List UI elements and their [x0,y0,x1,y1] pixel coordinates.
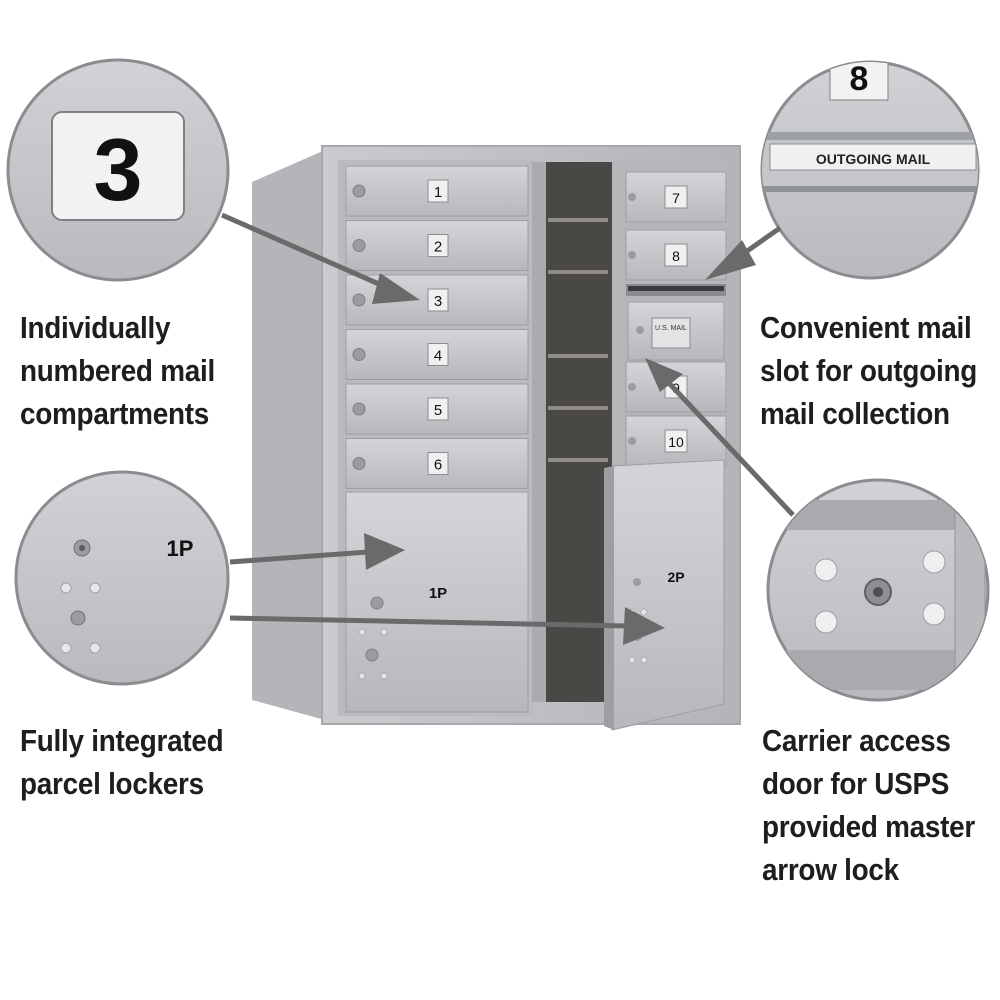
door-number: 3 [434,293,442,310]
lock-icon [628,383,636,391]
mail-door-5: 5 [345,383,529,435]
door-number: 4 [434,348,442,365]
arrowhead-outgoing-slot [705,240,756,280]
mail-door-2: 2 [345,220,529,271]
lock-icon [628,251,636,259]
lock-icon [352,184,366,198]
zoom-parcel-label: 1P [167,536,194,561]
carrier-access-door: 2P [604,459,725,731]
usmail-plate: U.S. MAIL [655,325,687,332]
arrowhead-carrier-lock [645,358,683,392]
callout-line: Individually [20,310,171,345]
lock-icon [628,437,636,445]
callout-line: Carrier access [762,723,951,758]
arrow-to-door-3 [220,212,390,291]
parcel-2p-label: 2P [667,569,684,585]
callout-arrows [220,212,795,645]
interior-compartments [536,162,612,702]
outgoing-slot: U.S. MAIL [626,284,726,361]
door-number: 10 [668,434,684,450]
door-number: 8 [672,248,680,264]
callout-line: mail collection [760,396,950,431]
callout-line: Convenient mail [760,310,972,345]
mail-door-1: 1 [345,165,529,217]
door-number: 6 [434,457,442,474]
zoom-carrier-lock [766,478,990,702]
callout-line: slot for outgoing [760,353,978,388]
lock-icon [352,402,366,416]
callout-outgoing-slot: Convenient mail slot for outgoing mail c… [760,306,977,435]
parcel-1p-label: 1P [429,585,447,602]
right-doors: 7 8 9 10 [625,171,727,467]
arrow-to-parcel-2p [229,615,629,629]
mail-door-7: 7 [625,171,727,223]
lock-icon [352,457,366,470]
mail-door-9: 9 [625,361,727,413]
door-number: 2 [434,239,442,256]
door-number: 1 [434,184,442,201]
callout-line: door for USPS [762,766,950,801]
zoom-number: 3 [94,120,143,219]
callout-carrier-door: Carrier access door for USPS provided ma… [762,719,975,891]
door-number: 5 [434,402,442,419]
zoom-outgoing-label: OUTGOING MAIL [816,151,931,167]
lock-icon [352,348,366,361]
zoom-outgoing-slot: 8 OUTGOING MAIL [760,60,980,280]
left-doors: 1 2 3 4 5 6 [345,165,529,489]
mail-door-4: 4 [345,329,529,380]
parcel-locker-1p: 1P [345,491,529,713]
arrow-to-parcel-1p [229,549,369,565]
lock-icon [352,293,366,307]
callout-line: numbered mail [20,353,215,388]
zoom-parcel-locker: 1P [14,470,230,686]
callout-line: compartments [20,396,210,431]
callout-numbered-compartments: Individually numbered mail compartments [20,306,215,435]
zoom-numbered-door: 3 [6,58,230,282]
callout-line: Fully integrated [20,723,224,758]
arrow-to-carrier-lock [666,380,795,517]
mail-door-6: 6 [345,438,529,489]
arrowhead-parcel-1p [364,533,405,570]
arrowhead-parcel-2p [623,607,665,645]
zoom-number-top: 8 [850,60,869,98]
callout-line: provided master [762,809,976,844]
mail-door-10: 10 [625,415,727,467]
mail-door-8: 8 [625,229,727,281]
callout-line: arrow lock [762,852,899,887]
lock-icon [628,193,636,201]
mailbox-side [252,150,325,720]
lock-icon [352,239,366,252]
callout-line: parcel lockers [20,766,204,801]
callout-parcel-lockers: Fully integrated parcel lockers [20,719,224,805]
arrowhead-door-3 [372,273,420,304]
door-number: 7 [672,190,680,206]
